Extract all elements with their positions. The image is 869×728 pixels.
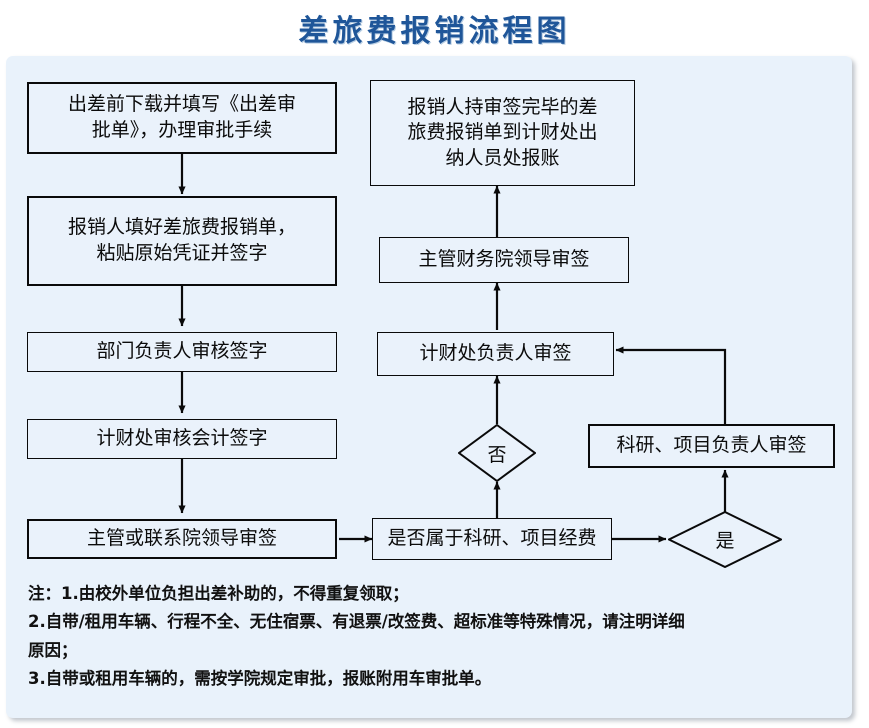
- node-finance-head-signature[interactable]: 计财处负责人审签: [377, 332, 614, 376]
- note-line-2: 2.自带/租用车辆、行程不全、无住宿票、有退票/改签费、超标准等特殊情况，请注明…: [28, 612, 685, 632]
- node-label: 部门负责人审核签字: [96, 340, 268, 363]
- note-line-1: 注：1.由校外单位负担出差补助的，不得重复领取；: [28, 584, 409, 603]
- decision-no[interactable]: 否: [458, 424, 536, 482]
- node-research-project-head-signature[interactable]: 科研、项目负责人审签: [588, 424, 835, 468]
- note-line-4: 3.自带或租用车辆的，需按学院规定审批，报账附用车审批单。: [28, 669, 492, 689]
- notes-block: 注：1.由校外单位负担出差补助的，不得重复领取； 2.自带/租用车辆、行程不全、…: [28, 580, 828, 694]
- node-label: 计财处负责人审签: [419, 342, 572, 365]
- decision-yes-label: 是: [715, 530, 735, 552]
- node-label: 出差前下载并填写《出差审 批单》，办理审批手续: [67, 93, 296, 141]
- node-label: 是否属于科研、项目经费: [387, 527, 597, 550]
- node-label: 主管财务院领导审签: [418, 248, 590, 271]
- node-travel-approval-form[interactable]: 出差前下载并填写《出差审 批单》，办理审批手续: [27, 82, 337, 154]
- diamond-shape-yes: [668, 511, 782, 568]
- node-label: 报销人填好差旅费报销单， 粘贴原始凭证并签字: [67, 216, 296, 264]
- node-label: 计财处审核会计签字: [96, 427, 268, 450]
- page-title: 差旅费报销流程图: [298, 14, 571, 49]
- node-fill-reimbursement-form[interactable]: 报销人填好差旅费报销单， 粘贴原始凭证并签字: [27, 196, 337, 286]
- node-department-head-signature[interactable]: 部门负责人审核签字: [27, 332, 337, 372]
- node-label: 科研、项目负责人审签: [616, 434, 807, 457]
- node-finance-accountant-signature[interactable]: 计财处审核会计签字: [27, 419, 337, 459]
- decision-yes[interactable]: 是: [668, 511, 782, 568]
- node-finance-dean-signature[interactable]: 主管财务院领导审签: [379, 237, 629, 283]
- node-label: 报销人持审签完毕的差 旅费报销单到计财处出 纳人员处报账: [407, 95, 598, 169]
- node-label: 主管或联系院领导审签: [86, 527, 277, 550]
- node-is-research-project-funding[interactable]: 是否属于科研、项目经费: [372, 518, 612, 560]
- note-line-3: 原因；: [28, 640, 78, 660]
- node-cashier-reimbursement[interactable]: 报销人持审签完毕的差 旅费报销单到计财处出 纳人员处报账: [370, 80, 635, 186]
- node-supervising-dean-signature[interactable]: 主管或联系院领导审签: [27, 519, 337, 559]
- decision-no-label: 否: [487, 443, 507, 466]
- diamond-shape-no: [458, 424, 536, 482]
